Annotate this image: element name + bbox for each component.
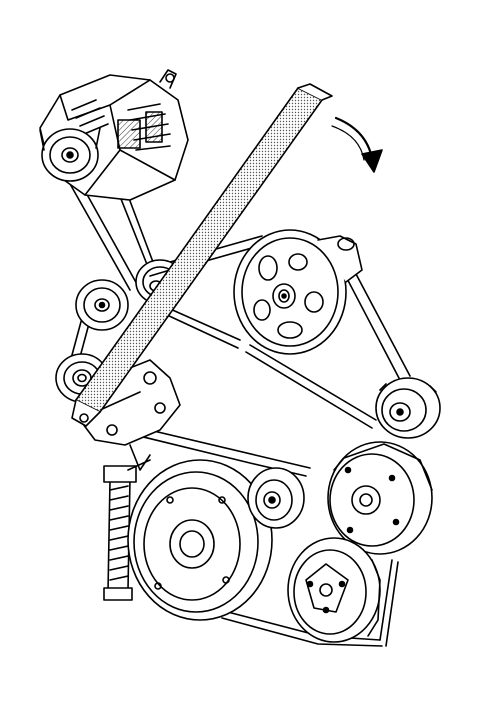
curved-arrow-icon bbox=[331, 116, 383, 173]
lower-idler-pulley bbox=[247, 467, 305, 529]
left-idler-pulley bbox=[75, 279, 129, 331]
water-pump-pulley bbox=[327, 441, 433, 555]
ac-compressor-clutch bbox=[287, 537, 381, 643]
right-idler-pulley bbox=[375, 377, 441, 439]
generator bbox=[39, 69, 189, 201]
crankshaft-balancer bbox=[127, 459, 273, 621]
breaker-bar-tool bbox=[71, 83, 333, 427]
power-steering-pump-pulley bbox=[233, 229, 363, 355]
tensioner-bracket bbox=[79, 359, 181, 471]
